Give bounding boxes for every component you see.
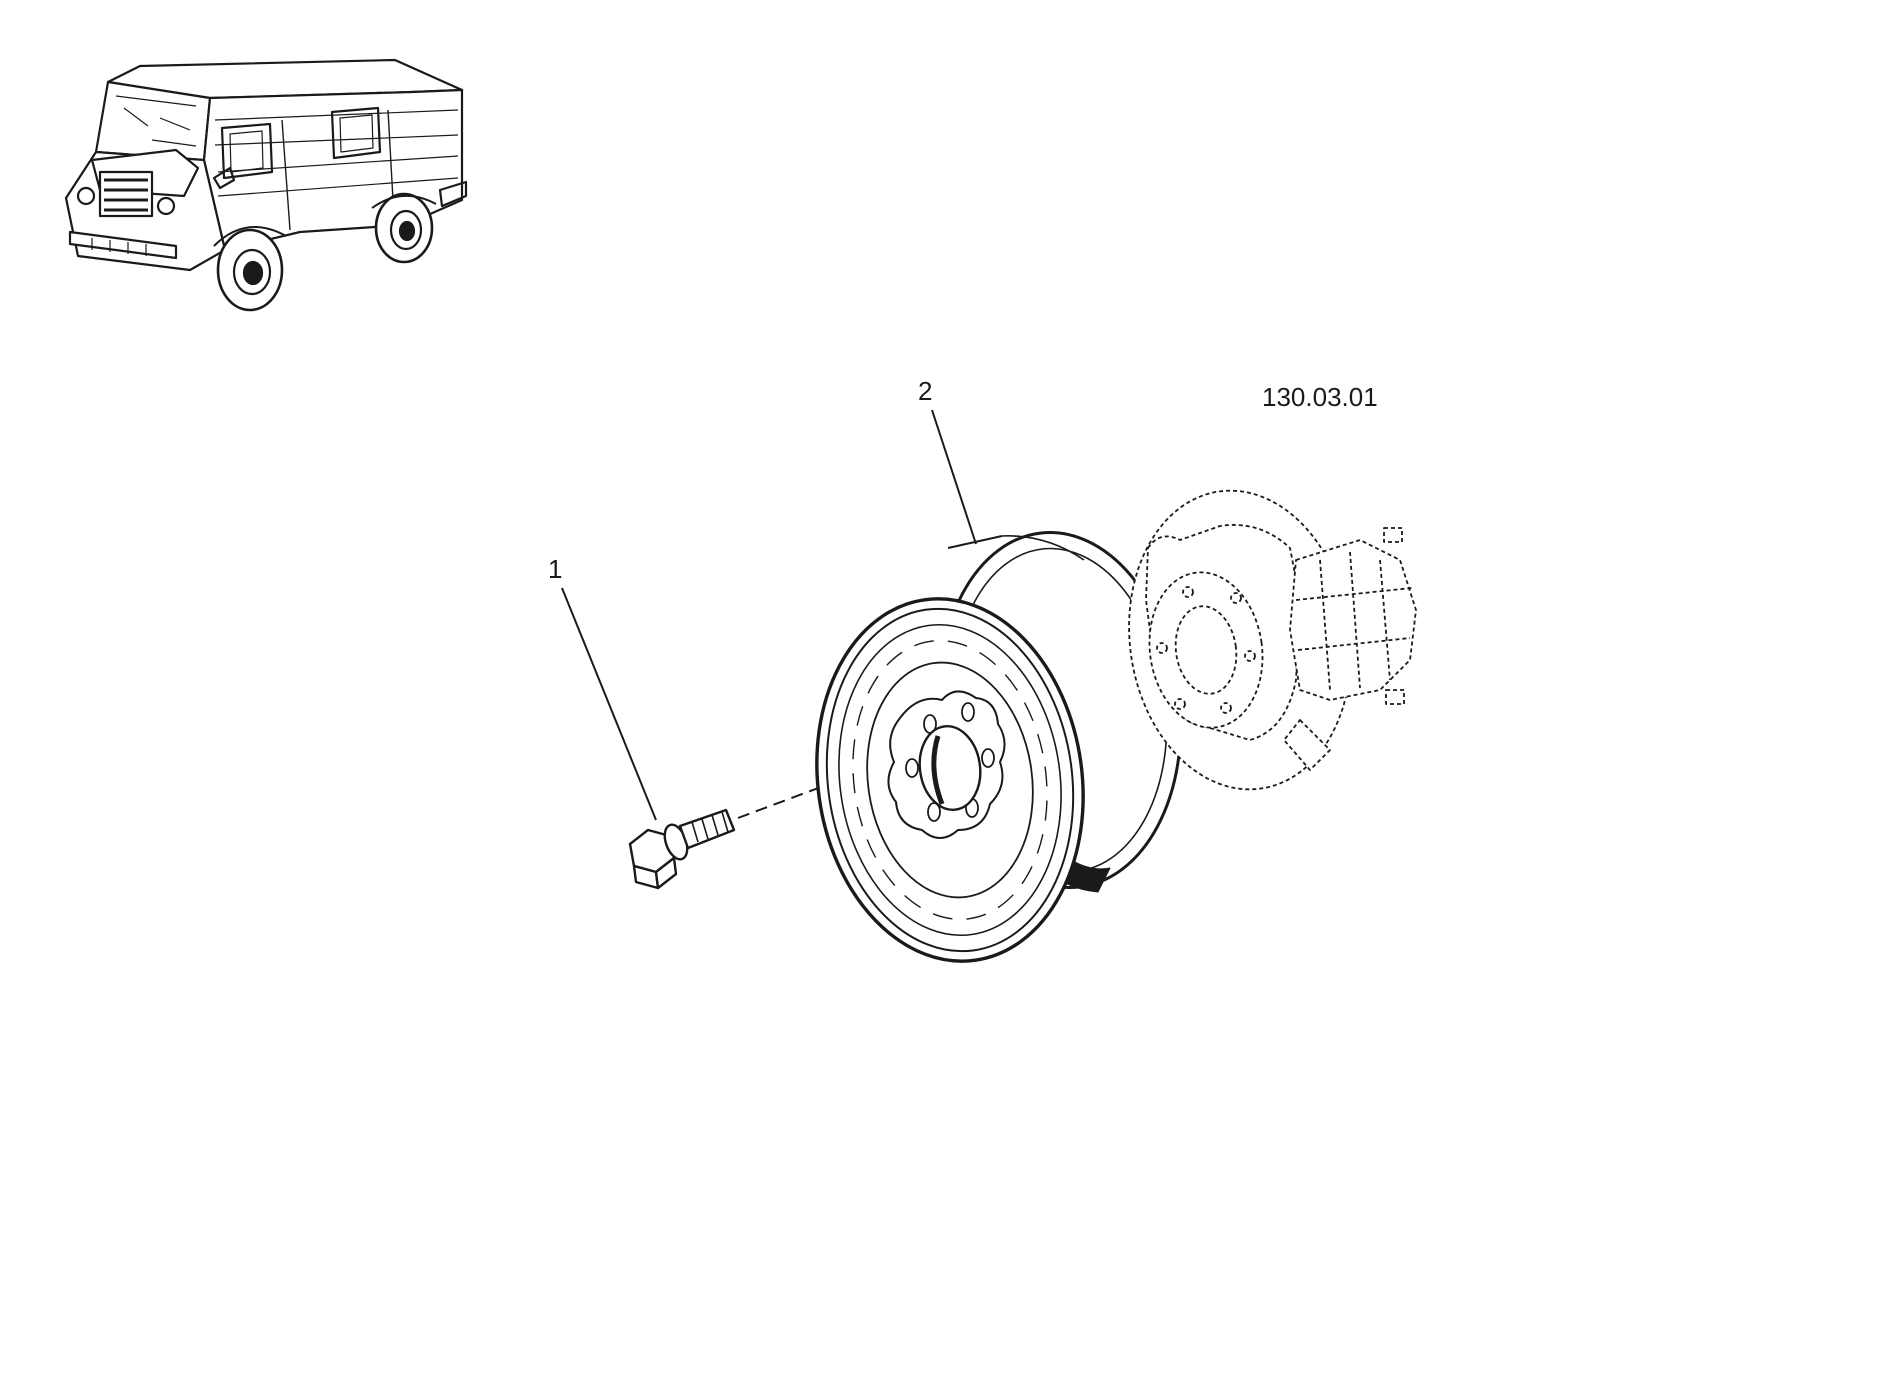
wheel-bolt — [628, 808, 736, 890]
callout-label-130-03-01: 130.03.01 — [1262, 382, 1378, 412]
wheel-rim — [815, 531, 1183, 963]
vehicle-thumbnail — [64, 58, 468, 312]
leader-line-2 — [931, 409, 977, 545]
callout-label-2: 2 — [918, 376, 932, 406]
callout-label-1: 1 — [548, 554, 562, 584]
leader-line-130-03-01 — [1240, 415, 1402, 482]
leader-lines — [561, 409, 1402, 821]
leader-line-1 — [561, 587, 657, 821]
brake-hub-assembly — [1128, 489, 1417, 791]
